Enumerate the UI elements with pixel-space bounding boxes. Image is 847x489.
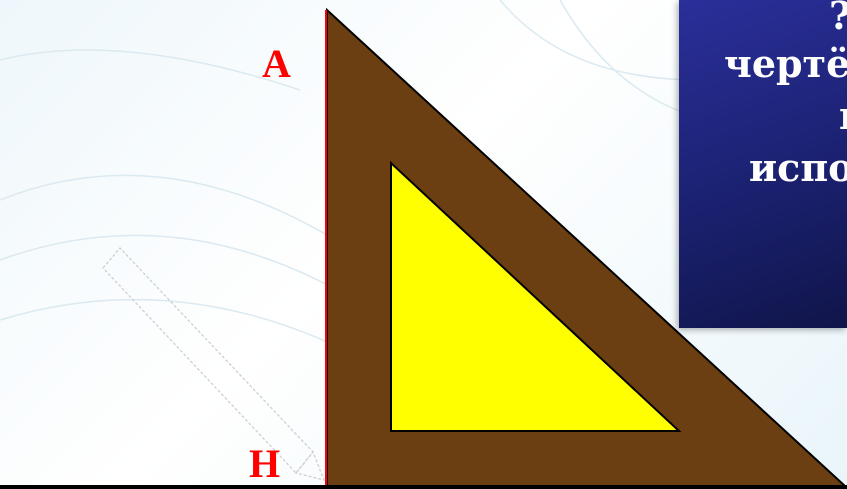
task-line-3: при	[839, 90, 847, 142]
task-line-2: чертёжный	[724, 41, 847, 86]
line-baseline	[0, 485, 847, 489]
task-line-1: ?	[829, 0, 847, 42]
point-label-h: Н	[249, 441, 281, 486]
point-label-a: А	[262, 41, 291, 86]
task-line-4: использ	[749, 145, 847, 190]
task-panel: ? чертёжный при использ	[679, 0, 847, 328]
pencil-outline	[102, 247, 326, 481]
set-square-cutout	[390, 160, 682, 432]
perpendicular-line-ah	[325, 10, 327, 486]
